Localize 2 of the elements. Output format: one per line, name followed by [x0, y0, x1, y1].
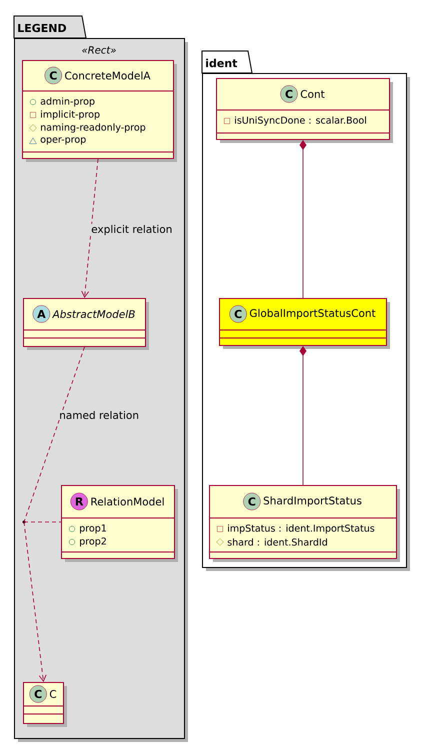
package-name: LEGEND: [18, 24, 66, 32]
package-name: ident: [206, 58, 238, 68]
